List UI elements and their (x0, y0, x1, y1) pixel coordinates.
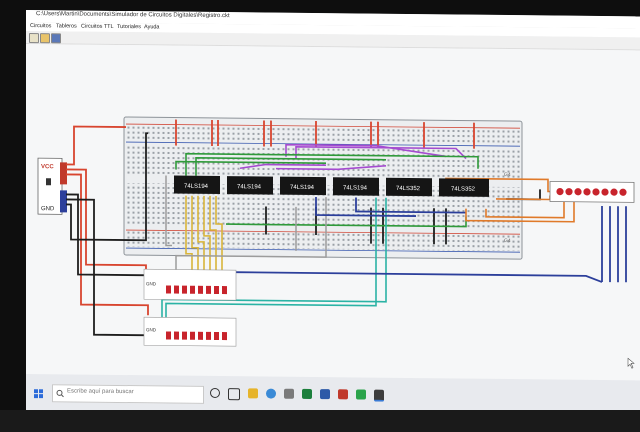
dip-switch (190, 331, 195, 340)
excel-icon[interactable] (302, 388, 312, 399)
yellow-wires (185, 195, 223, 275)
chip-74ls194[interactable] (280, 176, 326, 196)
gray-wires (165, 175, 327, 274)
led-display (549, 181, 635, 203)
new-icon[interactable] (29, 33, 39, 44)
powerpoint-icon[interactable] (338, 389, 348, 400)
gnd-terminal (60, 190, 67, 213)
breadboard-top-rail (126, 125, 520, 146)
dip-switch (174, 285, 179, 294)
row-label: G4 (504, 172, 511, 178)
led (619, 188, 627, 196)
power-switch[interactable] (46, 178, 51, 186)
led (610, 188, 618, 196)
gnd-label: GND (41, 206, 55, 212)
chip-74ls194[interactable] (333, 177, 379, 196)
dip-switch (190, 285, 195, 294)
search-icon (56, 389, 64, 398)
windows-taskbar: Escribe aquí para buscar (26, 374, 640, 417)
menu-ayuda[interactable]: Ayuda (144, 24, 160, 31)
led-row (556, 187, 627, 196)
dip-switch (214, 331, 219, 341)
dip-switch (182, 331, 187, 340)
chip-row: 74LS194 74LS194 74LS194 74LS194 74LS352 … (174, 175, 489, 197)
row-label: G4 (504, 238, 511, 244)
dip-switch (222, 286, 227, 295)
dip-switch (182, 285, 187, 294)
red-wires (66, 119, 475, 316)
blue-wires (236, 197, 627, 283)
switch-gnd-label: GND (146, 281, 157, 286)
window-title: C:\Users\Martin\Documents\Simulador de C… (36, 11, 230, 20)
chip-74ls194[interactable] (227, 176, 273, 195)
mouse-cursor-icon (627, 357, 635, 369)
word-icon[interactable] (320, 389, 330, 400)
chip-label: 74LS194 (237, 184, 262, 190)
save-icon[interactable] (51, 33, 61, 44)
chip-label: 74LS194 (290, 185, 315, 191)
circuit-canvas[interactable]: G4 G4 VCC GND (26, 44, 640, 381)
edge-browser-icon[interactable] (266, 388, 276, 399)
dip-switch (166, 331, 171, 340)
dip-switch (222, 332, 227, 341)
dip-switch (166, 285, 171, 294)
search-placeholder: Escribe aquí para buscar (67, 388, 134, 396)
led (592, 188, 600, 196)
chip-74ls352[interactable] (439, 178, 489, 197)
cortana-icon[interactable] (210, 387, 220, 399)
dip-switch (206, 331, 211, 340)
circuit-drawing: G4 G4 VCC GND (37, 116, 635, 369)
chip-label: 74LS352 (396, 186, 421, 192)
menu-circuitos[interactable]: Circuitos (30, 23, 52, 30)
open-icon[interactable] (40, 33, 50, 44)
switch-bank-2[interactable]: GND (143, 316, 237, 347)
switch-gnd-label: GND (146, 327, 157, 332)
active-app-icon[interactable] (374, 389, 384, 402)
monitor-bezel (0, 410, 640, 432)
menu-tutoriales[interactable]: Tutoriales (117, 23, 141, 31)
file-explorer-icon[interactable] (248, 388, 258, 399)
monitor-screen: C:\Users\Martin\Documents\Simulador de C… (26, 10, 640, 417)
dip-switch (174, 331, 179, 340)
led (556, 187, 564, 196)
vcc-terminal (60, 162, 67, 185)
menu-tableros[interactable]: Tableros (56, 23, 77, 30)
windows-start-icon[interactable] (34, 386, 44, 399)
chip-74ls352[interactable] (386, 177, 432, 197)
chip-label: 74LS194 (184, 184, 209, 190)
purple-wires (239, 143, 467, 171)
led (583, 188, 591, 196)
dip-switch (214, 285, 219, 295)
breadboard-bottom-rail (126, 231, 520, 252)
chip-74ls194[interactable] (174, 175, 220, 195)
taskbar-search-box[interactable]: Escribe aquí para buscar (52, 384, 204, 404)
led (601, 188, 609, 196)
menu-circuitos-ttl[interactable]: Circuitos TTL (81, 23, 114, 30)
simulator-app-icon[interactable] (356, 389, 366, 400)
dip-switch (198, 285, 203, 294)
vcc-label: VCC (41, 164, 54, 170)
dip-switch (206, 285, 211, 294)
switch-bank-1[interactable]: GND (143, 268, 237, 301)
cyan-wires (161, 197, 387, 324)
chip-label: 74LS194 (343, 185, 368, 191)
power-supply[interactable] (37, 157, 63, 215)
store-icon[interactable] (284, 388, 294, 399)
led (574, 188, 582, 196)
dip-switch (198, 331, 203, 340)
led (565, 188, 573, 196)
chip-label: 74LS352 (451, 186, 476, 192)
task-view-icon[interactable] (228, 388, 240, 401)
